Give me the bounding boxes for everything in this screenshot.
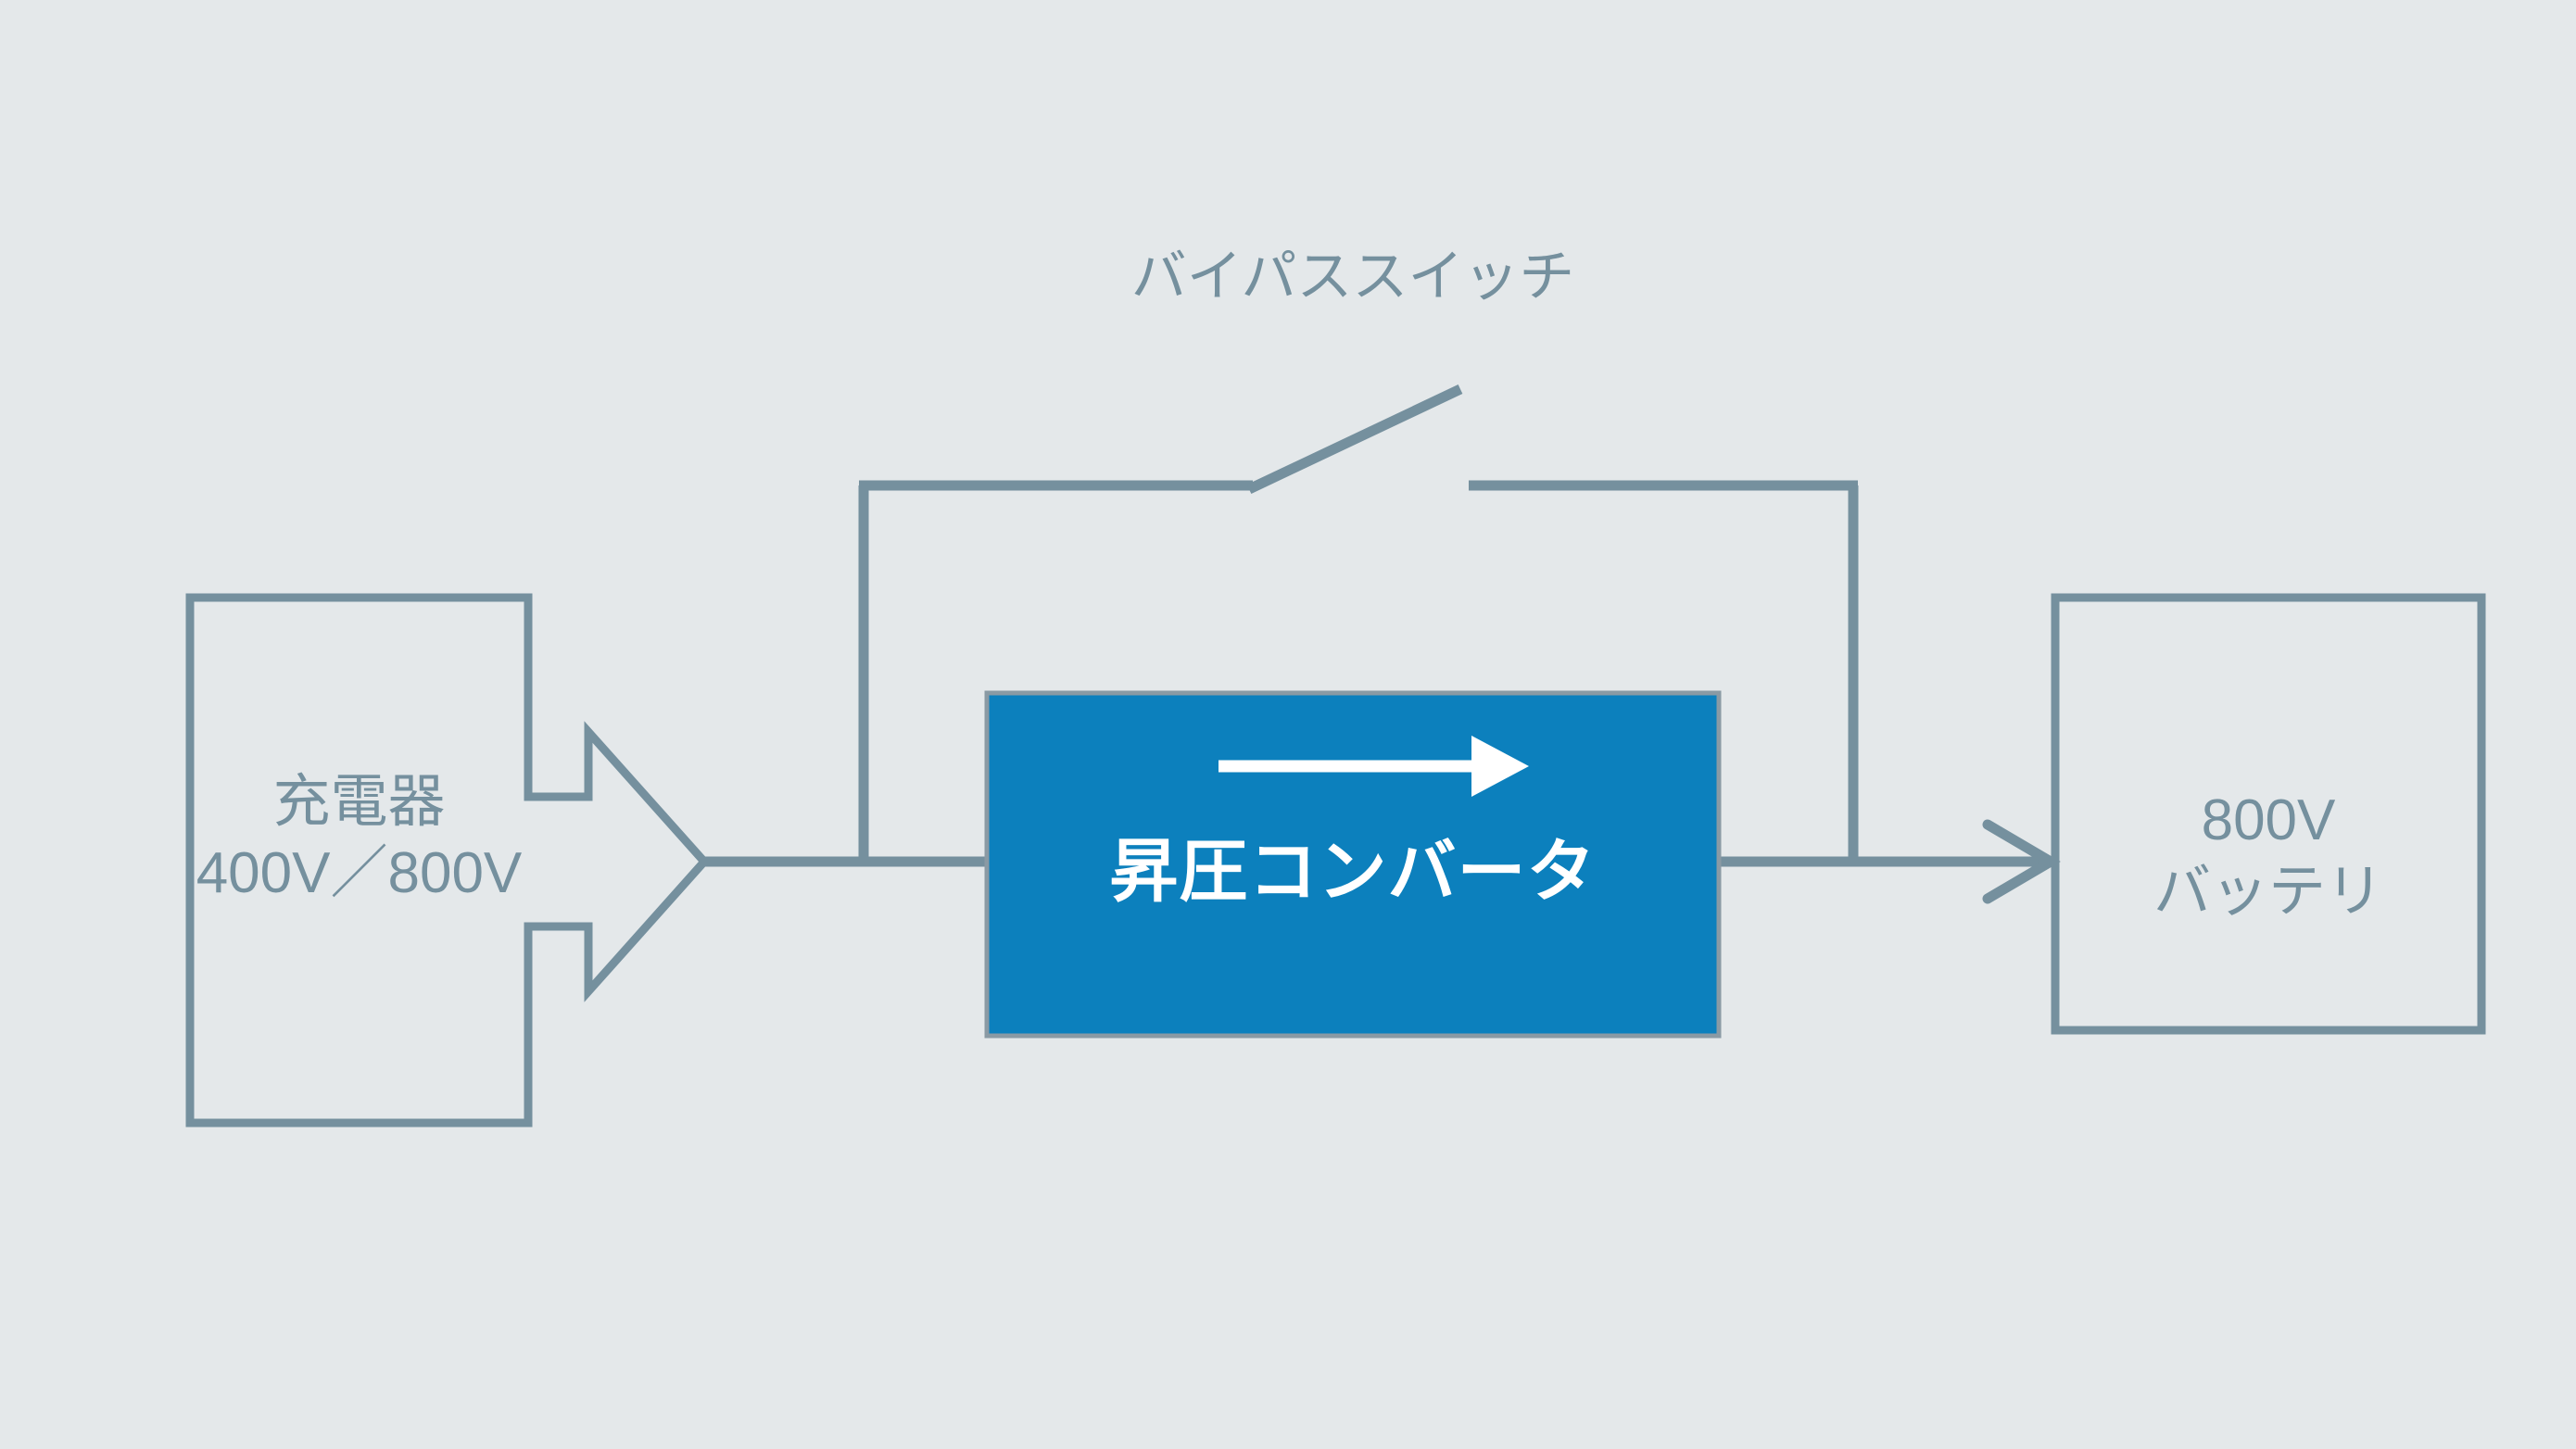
charger-block-label: 充電器 400V／800V — [196, 770, 523, 905]
converter-flow-arrow-icon — [1219, 736, 1529, 797]
battery-block-label: 800V バッテリ — [2153, 788, 2383, 924]
converter-block-label: 昇圧コンバータ — [1109, 833, 1597, 910]
converter-block — [984, 690, 1722, 1039]
battery-input-arrowhead — [1982, 819, 2061, 904]
bypass-switch-label: バイパススイッチ — [1130, 246, 1575, 308]
bypass-switch-blade[interactable] — [1246, 384, 1463, 494]
battery-block — [2051, 593, 2486, 1035]
charger-block-outline — [185, 593, 711, 1128]
